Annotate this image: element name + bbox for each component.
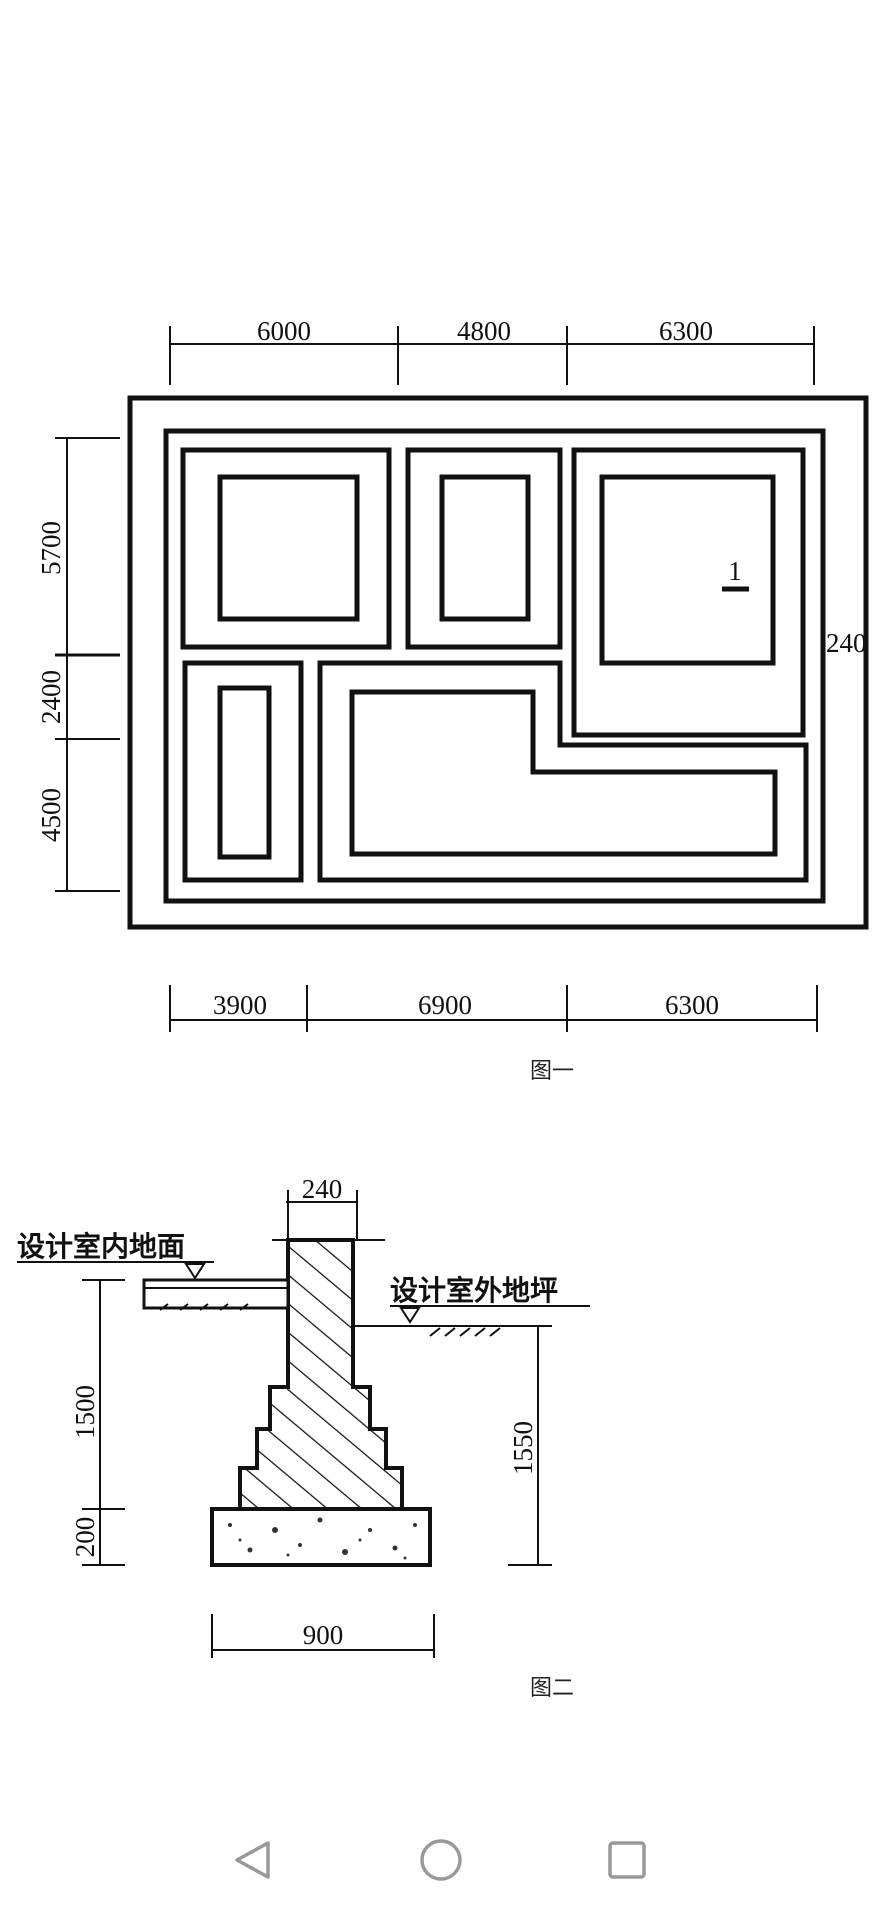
top-dim-3: 6300 [659,316,713,346]
left-dim-3: 4500 [36,788,66,842]
figure-2-caption: 图二 [530,1676,574,1701]
top-dim-1: 6000 [257,316,311,346]
left-dim-2: 2400 [36,670,66,724]
left-dim-1: 5700 [36,521,66,575]
room-4 [182,660,304,883]
wall-outline [163,428,826,904]
room-1 [180,447,392,650]
svg-text:900: 900 [303,1620,344,1650]
concrete-footing [210,1507,432,1567]
wall-width-dimension: 240 [286,1174,358,1240]
indoor-floor-label: 设计室内地面 [17,1230,185,1263]
room-5 [317,660,809,883]
footing-width-dimension: 900 [211,1614,435,1658]
floor-plan: 6000 4800 6300 5700 2400 4500 [36,316,869,1084]
svg-text:1: 1 [728,556,742,586]
back-icon[interactable] [235,1841,270,1879]
outdoor-grade: 设计室外地坪 [353,1274,590,1337]
height-dim-1500: 1500 [70,1385,100,1439]
bottom-dim-1: 3900 [213,990,267,1020]
height-dim-200: 200 [70,1517,100,1558]
outdoor-grade-label: 设计室外地坪 [390,1274,558,1307]
recents-icon[interactable] [608,1841,646,1879]
section-mark: 1 [722,556,749,592]
svg-text:240: 240 [302,1174,343,1204]
figure-1-caption: 图一 [530,1059,574,1084]
left-height-dimension: 1500 200 [70,1279,125,1566]
navigation-bar [235,1839,646,1881]
bottom-dim-3: 6300 [665,990,719,1020]
wall-thickness-label: 240 [826,628,867,658]
left-dimension-line: 5700 2400 4500 [36,437,120,892]
right-depth-dimension: 1550 [508,1325,552,1566]
svg-text:1550: 1550 [508,1421,538,1475]
indoor-floor: 设计室内地面 [17,1230,290,1311]
home-icon[interactable] [420,1839,462,1881]
bottom-dim-2: 6900 [418,990,472,1020]
top-dimension-line: 6000 4800 6300 [169,316,815,385]
top-dim-2: 4800 [457,316,511,346]
bottom-dimension-line: 3900 6900 6300 [169,985,818,1032]
room-3 [571,447,806,738]
foundation-section: 240 设计室内地面 设计室外地坪 [17,1174,590,1701]
outer-boundary [127,395,869,930]
room-2 [405,447,563,650]
